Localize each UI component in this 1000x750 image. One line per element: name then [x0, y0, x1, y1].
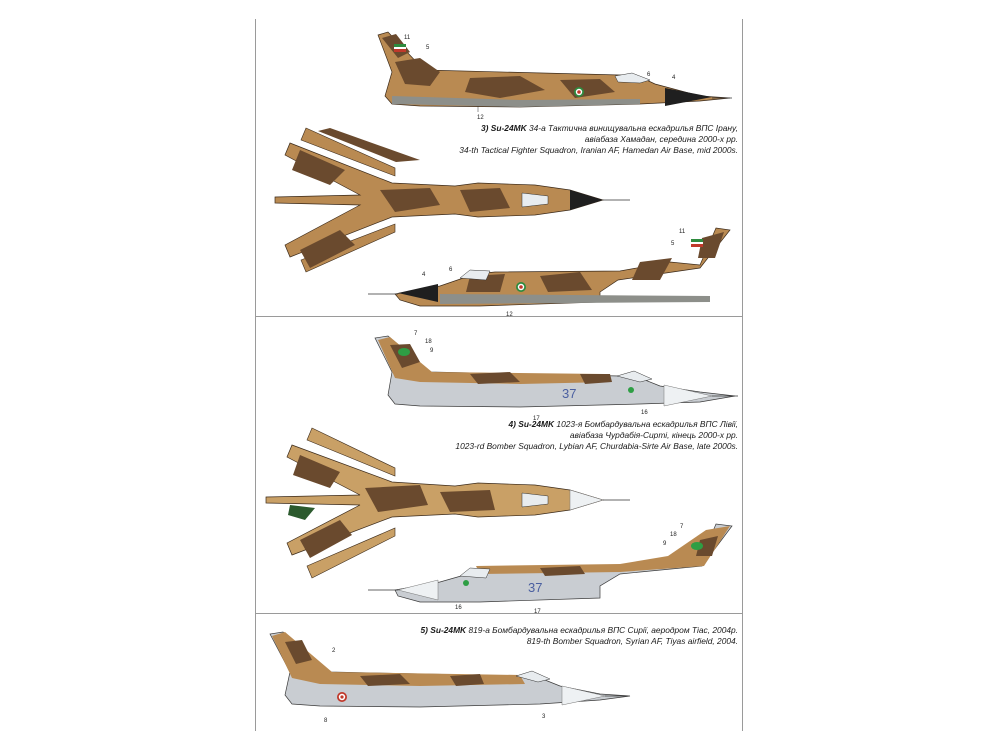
iran-side-profile-top: 11 5 6 4 12 [377, 31, 732, 121]
callout: 7 [680, 524, 684, 530]
callout: 4 [422, 272, 426, 278]
callout: 5 [426, 45, 430, 51]
callout: 16 [641, 410, 648, 416]
section-divider-2 [255, 613, 743, 614]
caption-model: Su-24MK [518, 419, 555, 429]
caption-ukr-line: 1023-я Бомбардувальна ескадрилья ВПС Лів… [556, 419, 738, 429]
callout: 12 [477, 115, 484, 121]
callout: 11 [404, 35, 411, 41]
callout: 8 [324, 718, 328, 724]
callout: 4 [672, 75, 676, 81]
callout: 9 [663, 541, 667, 547]
tail-number: 37 [562, 386, 576, 401]
iran-top-view [274, 127, 630, 273]
caption-index: 5) [420, 625, 428, 635]
callout: 6 [449, 267, 453, 273]
caption-index: 4) [508, 419, 516, 429]
callout: 6 [647, 72, 651, 78]
libya-top-view [265, 427, 630, 579]
callout: 2 [332, 648, 336, 654]
iran-side-profile-bottom: 11 5 6 4 12 [368, 227, 731, 318]
caption-eng-line: 819-th Bomber Squadron, Syrian AF, Tiyas… [526, 636, 738, 646]
caption-ukr-line: 819-а Бомбардувальна ескадрилья ВПС Сирі… [468, 625, 738, 635]
callout: 7 [414, 331, 418, 337]
callout: 5 [671, 241, 675, 247]
libya-side-profile-top: 37 7 18 9 17 16 [374, 331, 738, 422]
callout: 9 [430, 348, 434, 354]
libya-side-profile-bottom: 37 7 18 9 16 17 [368, 523, 733, 615]
caption-model: Su-24MK [430, 625, 467, 635]
caption-ukr-line: 34-а Тактична винищувальна ескадрилья ВП… [528, 123, 738, 133]
callout: 12 [506, 312, 513, 318]
caption-profile-4: 4) Su-24MK 1023-я Бомбардувальна ескадри… [370, 419, 738, 452]
caption-eng-line: 34-th Tactical Fighter Squadron, Iranian… [459, 145, 738, 155]
caption-ukr-line: авіабаза Чурдабія-Сирті, кінець 2000-х р… [569, 430, 738, 440]
caption-model: Su-24MK [490, 123, 527, 133]
callout: 17 [534, 609, 541, 615]
callout: 11 [679, 229, 686, 235]
syria-side-profile: 2 8 3 [269, 631, 631, 724]
callout: 3 [542, 714, 546, 720]
tail-number: 37 [528, 580, 542, 595]
callout: 18 [425, 339, 432, 345]
caption-eng-line: 1023-rd Bomber Squadron, Lybian AF, Chur… [455, 441, 738, 451]
section-divider-1 [255, 316, 743, 317]
callout: 18 [670, 532, 677, 538]
callout: 16 [455, 605, 462, 611]
callout: 17 [533, 416, 540, 422]
caption-ukr-line: авіабаза Хамадан, середина 2000-х рр. [584, 134, 738, 144]
caption-index: 3) [481, 123, 489, 133]
caption-profile-3: 3) Su-24MK 34-а Тактична винищувальна ес… [370, 123, 738, 156]
caption-profile-5: 5) Su-24MK 819-а Бомбардувальна ескадрил… [370, 625, 738, 647]
